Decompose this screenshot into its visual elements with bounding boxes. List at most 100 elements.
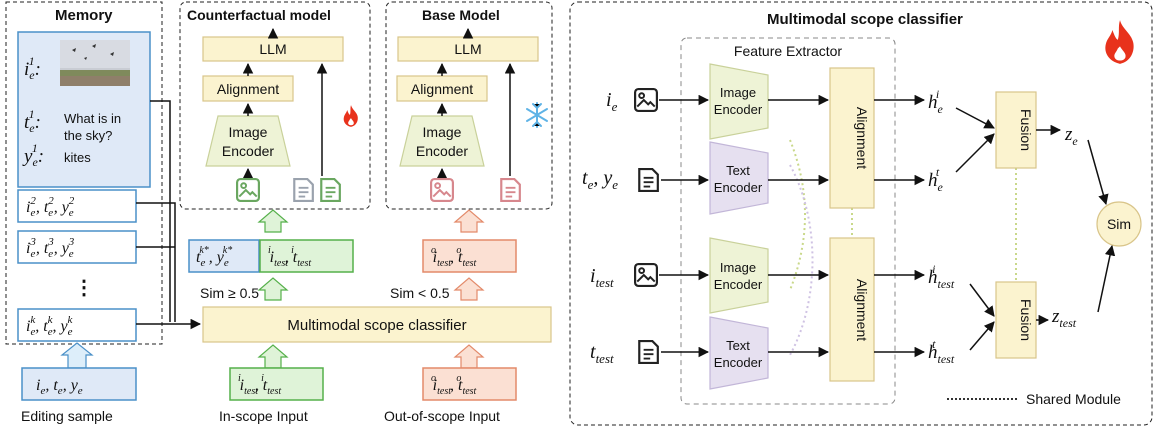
snowflake-icon <box>526 102 548 128</box>
sim-low-label: Sim < 0.5 <box>390 285 450 301</box>
classifier-detail-panel: Multimodal scope classifier Feature Extr… <box>569 1 1153 426</box>
svg-text:Image: Image <box>720 260 756 275</box>
svg-text:Encoder: Encoder <box>222 143 274 159</box>
middle-flow: tek*, yek* itesti, ttesti itesto, ttesto… <box>188 209 552 424</box>
image-icon <box>430 178 454 202</box>
image-icon <box>236 178 260 202</box>
svg-text:Encoder: Encoder <box>714 102 763 117</box>
memory-entry-2: ie2, te2, ye2 <box>17 189 137 223</box>
svg-text:Alignment: Alignment <box>411 81 473 97</box>
svg-text:Sim: Sim <box>1107 216 1131 232</box>
feature-h-test-i: htesti <box>928 262 955 291</box>
svg-text:Multimodal scope classifier: Multimodal scope classifier <box>287 317 466 334</box>
selected-test-box <box>259 239 354 273</box>
svg-text:Encoder: Encoder <box>416 143 468 159</box>
editing-sample-caption: Editing sample <box>21 408 113 424</box>
flame-icon <box>1105 20 1134 64</box>
memory-question-line2: the sky? <box>64 128 112 143</box>
input-t-e-y-e: te, ye <box>582 167 618 192</box>
memory-answer: kites <box>64 150 91 165</box>
sim-high-label: Sim ≥ 0.5 <box>200 285 259 301</box>
image-encoder-top <box>709 63 769 140</box>
svg-text:iek, tek, yek: iek, tek, yek <box>26 314 73 338</box>
text-encoder-bottom <box>709 316 769 390</box>
fusion-bottom <box>995 281 1037 359</box>
feature-h-e-i: hei <box>928 87 944 116</box>
svg-text:Alignment: Alignment <box>854 279 870 341</box>
svg-text:tek*, yek*: tek*, yek* <box>196 245 232 269</box>
document-icon <box>638 340 659 364</box>
counterfactual-model-panel: Counterfactual model LLM Alignment Image… <box>179 1 371 210</box>
scope-classifier-box <box>202 306 552 343</box>
memory-question-line1: What is in <box>64 111 121 126</box>
base-model-title: Base Model <box>422 7 500 23</box>
selected-memory-box <box>188 239 260 273</box>
in-scope-caption: In-scope Input <box>219 408 308 424</box>
document-icon <box>638 168 659 192</box>
svg-text:Image: Image <box>229 124 268 140</box>
out-scope-input-box <box>422 367 517 401</box>
text-encoder-top <box>709 141 769 215</box>
memory-label-label: ye1: <box>22 141 44 169</box>
image-encoder-bottom <box>709 237 769 314</box>
document-icon <box>500 178 521 202</box>
input-t-test: ttest <box>590 341 614 366</box>
image-icon <box>634 263 658 287</box>
kite-beach-photo <box>60 40 130 86</box>
classifier-title: Multimodal scope classifier <box>767 11 963 28</box>
feature-h-test-t: htestt <box>928 337 955 366</box>
document-icon <box>320 178 341 202</box>
out-scope-caption: Out-of-scope Input <box>384 408 500 424</box>
selected-out-box <box>422 239 517 273</box>
memory-connectors <box>136 100 202 330</box>
svg-text:Fusion: Fusion <box>1018 109 1034 151</box>
output-z-e: ze <box>1064 124 1078 148</box>
counterfactual-llm <box>202 36 344 62</box>
base-model-panel: Base Model LLM Alignment Image Encoder <box>385 1 553 210</box>
svg-text:Image: Image <box>423 124 462 140</box>
svg-text:Text: Text <box>726 338 750 353</box>
svg-text:ie3, te3, ye3: ie3, te3, ye3 <box>26 236 75 260</box>
counterfactual-title: Counterfactual model <box>187 7 331 23</box>
memory-panel: Memory ie1: te1: What is in the sky? ye1… <box>5 1 163 345</box>
svg-text:ie, te, ye: ie, te, ye <box>36 377 83 397</box>
memory-title: Memory <box>55 7 113 24</box>
editing-sample: ie, te, ye Editing sample <box>21 342 137 424</box>
output-z-test: ztest <box>1051 306 1077 330</box>
feature-extractor-label: Feature Extractor <box>734 43 842 59</box>
sim-node <box>1096 201 1142 247</box>
svg-text:Fusion: Fusion <box>1018 299 1034 341</box>
memory-entry-1: ie1: te1: What is in the sky? ye1: kites <box>17 31 151 188</box>
memory-entry-k: iek, tek, yek <box>17 308 137 342</box>
svg-text:ie2, te2, ye2: ie2, te2, ye2 <box>26 195 75 219</box>
memory-entry-3: ie3, te3, ye3 <box>17 230 137 264</box>
base-image-encoder <box>399 115 485 167</box>
memory-ellipsis: ⋮ <box>74 277 94 299</box>
feature-extractor-box <box>680 37 896 405</box>
alignment-top <box>829 67 875 209</box>
input-i-e: ie <box>606 89 618 114</box>
svg-text:Encoder: Encoder <box>714 355 763 370</box>
memory-image-label: ie1: <box>24 54 41 82</box>
alignment-bottom <box>829 237 875 382</box>
svg-text:Alignment: Alignment <box>217 81 279 97</box>
svg-text:Text: Text <box>726 163 750 178</box>
svg-text:Alignment: Alignment <box>854 107 870 169</box>
input-i-test: itest <box>590 265 614 290</box>
svg-text:LLM: LLM <box>259 41 286 57</box>
shared-module-legend: Shared Module <box>1026 391 1121 407</box>
document-icon <box>293 178 314 202</box>
svg-text:Encoder: Encoder <box>714 277 763 292</box>
feature-h-e-t: het <box>928 165 944 194</box>
image-icon <box>634 88 658 112</box>
svg-text:LLM: LLM <box>454 41 481 57</box>
base-alignment <box>396 75 488 102</box>
svg-text:Encoder: Encoder <box>714 180 763 195</box>
counterfactual-image-encoder <box>205 115 291 167</box>
in-scope-input-box <box>229 367 324 401</box>
svg-text:Image: Image <box>720 85 756 100</box>
flame-icon <box>343 105 358 127</box>
fusion-top <box>995 91 1037 169</box>
memory-text-label: te1: <box>24 107 41 135</box>
